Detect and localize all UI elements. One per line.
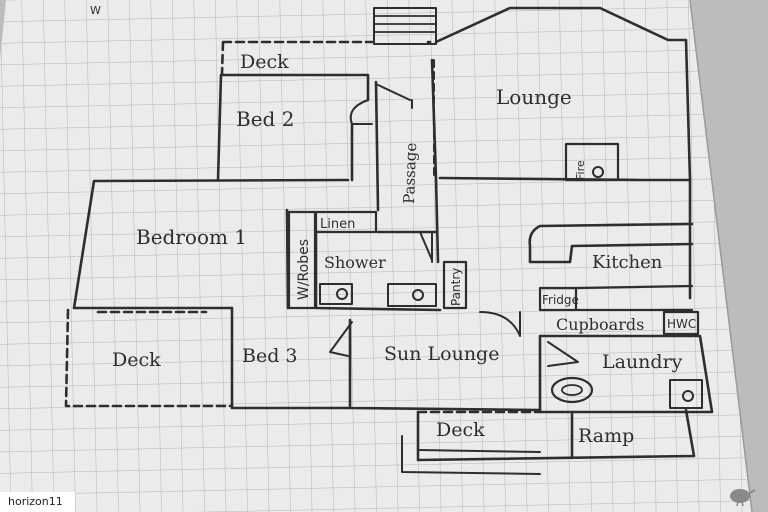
sunlounge-walls [230,306,542,412]
pantry-cupboard [442,260,468,310]
sunlounge-door [479,311,521,337]
room-label-linen: Linen [320,217,355,232]
front-stairs [373,7,437,45]
room-label-lounge: Lounge [496,85,572,109]
room-label-wrobes: W/Robes [296,239,312,300]
toilet-shower [319,283,353,305]
lounge-bottom-wall [438,176,692,182]
laundry-tub [550,376,594,404]
room-label-deck-left: Deck [112,349,161,371]
washing-machine [669,379,703,409]
room-label-hwc: HWC [667,317,696,331]
room-label-deck-bottom: Deck [436,419,485,441]
lounge-walls [434,6,692,300]
kiwi-logo-icon [730,489,756,506]
passage-door-top [375,83,413,109]
walls [64,6,714,475]
room-label-fridge: Fridge [542,293,579,307]
room-label-pantry: Pantry [449,268,463,306]
deck-left-outline [64,308,234,408]
bed3-door [329,321,353,357]
bed2-door [349,99,373,125]
deck-bottom-outline [416,408,696,462]
deck-top-outline [220,40,432,76]
room-label-fire: Fire [574,160,587,180]
room-label-deck-top: Deck [240,51,289,73]
linen-cupboard [314,210,378,234]
room-label-bed3: Bed 3 [242,345,298,367]
room-label-ramp: Ramp [578,425,634,447]
paper-grid [0,0,752,512]
bed2-walls [216,73,370,182]
room-label-bed2: Bed 2 [236,107,294,131]
room-label-sun-lounge: Sun Lounge [384,343,499,365]
compass-label: W [90,4,101,17]
laundry-walls [538,334,714,414]
shower-door [419,231,433,263]
bedroom1-walls [72,178,350,310]
hwc-cupboard [662,310,700,336]
fridge-box [538,286,578,312]
watermark-label: horizon11 [0,492,75,512]
fireplace [564,142,620,182]
basin [387,283,437,307]
room-label-bedroom1: Bedroom 1 [136,225,247,249]
kitchen-walls [528,222,694,264]
room-label-laundry: Laundry [602,351,683,373]
room-label-cupboards: Cupboards [556,315,644,334]
back-steps [401,435,541,475]
room-label-shower: Shower [324,253,386,272]
room-label-kitchen: Kitchen [592,252,663,273]
room-label-passage: Passage [400,142,420,204]
laundry-door [547,341,579,367]
